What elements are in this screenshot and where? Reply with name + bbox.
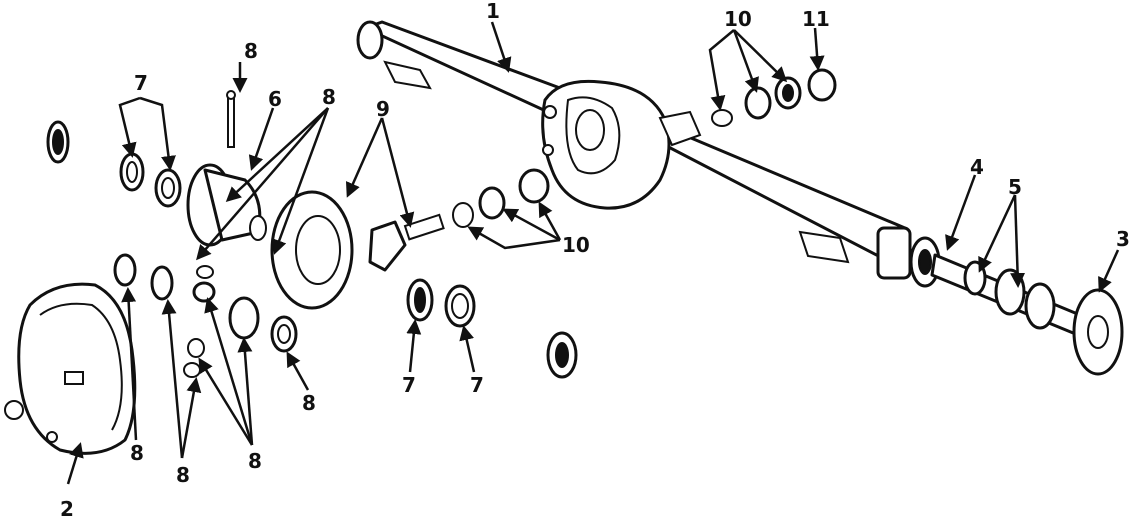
callout-5: 5 xyxy=(1008,175,1022,199)
pinion-bearings xyxy=(406,168,578,379)
bearing-5c xyxy=(1024,282,1056,330)
callout-7-pinion-a: 7 xyxy=(402,373,416,397)
cross-pin xyxy=(227,94,235,148)
bearing-set-7-left xyxy=(46,120,182,208)
callout-9: 9 xyxy=(376,97,390,121)
callout-8-washer: 8 xyxy=(130,441,144,465)
callout-labels: 1 2 3 4 5 6 7 7 7 8 8 8 8 8 8 9 10 10 11 xyxy=(60,0,1130,521)
callout-2: 2 xyxy=(60,497,74,521)
axle-housing xyxy=(356,20,907,264)
pinion-gear xyxy=(368,220,407,272)
callout-7-pinion-b: 7 xyxy=(470,373,484,397)
spider-gears xyxy=(113,253,298,378)
ring-and-pinion xyxy=(270,190,445,310)
callout-8-pin: 8 xyxy=(244,39,258,63)
callout-6: 6 xyxy=(268,87,282,111)
differential-case xyxy=(186,90,267,247)
callout-8-gears-right: 8 xyxy=(248,449,262,473)
bearing-set-right xyxy=(711,68,837,127)
callout-3: 3 xyxy=(1116,227,1130,251)
callout-10-right: 10 xyxy=(724,7,752,31)
bearing-5b xyxy=(994,268,1026,316)
axle-shaft-assembly xyxy=(876,226,1124,376)
callout-4: 4 xyxy=(970,155,984,179)
callout-1: 1 xyxy=(486,0,500,23)
differential-cover xyxy=(4,282,137,455)
leader-lines xyxy=(66,21,1120,485)
callout-7-left: 7 xyxy=(134,71,148,95)
callout-11: 11 xyxy=(802,7,830,31)
callout-8-right-washer: 8 xyxy=(302,391,316,415)
fill-plug xyxy=(4,400,24,420)
callout-8-case: 8 xyxy=(322,85,336,109)
callout-10-pinion: 10 xyxy=(562,233,590,257)
callout-8-gears-left: 8 xyxy=(176,463,190,487)
